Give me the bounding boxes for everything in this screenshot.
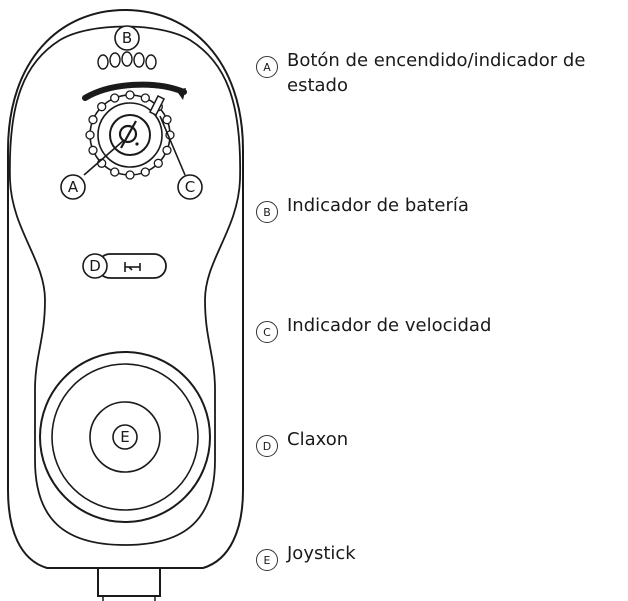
legend-letter: E [256, 549, 278, 571]
legend-item-e: E Joystick [256, 541, 607, 571]
knob-tooth [125, 170, 135, 180]
callout-b-label: B [122, 29, 132, 47]
knob-tooth [140, 167, 150, 177]
callout-d-label: D [89, 257, 101, 275]
callout-a: A [60, 140, 124, 200]
legend-text: Joystick [287, 543, 356, 564]
legend-text: Indicador de batería [287, 195, 469, 216]
cable-connector [97, 568, 161, 597]
battery-indicator [97, 51, 157, 70]
knob-tooth [162, 115, 172, 125]
joystick [39, 351, 211, 523]
knob-tooth [153, 158, 163, 168]
power-icon [120, 120, 137, 149]
callout-c: C [159, 115, 203, 200]
callout-a-label: A [68, 178, 79, 196]
power-button [109, 114, 151, 156]
knob-tooth [88, 115, 98, 125]
knob-tooth [140, 93, 150, 103]
knob-tooth [110, 167, 120, 177]
callout-b: B [114, 25, 140, 51]
legend-item-c: C Indicador de velocidad [256, 313, 607, 343]
speed-pointer [148, 94, 166, 117]
knob-tooth [162, 145, 172, 155]
callout-e-label: E [120, 428, 129, 446]
knob-tooth [97, 102, 107, 112]
horn-icon [124, 262, 141, 272]
controller-diagram: B A C D E [7, 8, 244, 601]
callout-c-label: C [185, 178, 195, 196]
horn-button [97, 253, 167, 279]
legend-letter: B [256, 201, 278, 223]
speed-arc [82, 81, 187, 101]
legend: A Botón de encendido/indicador de estado… [256, 0, 628, 601]
legend-item-a: A Botón de encendido/indicador de estado [256, 48, 607, 98]
callout-e: E [112, 424, 138, 450]
knob-tooth [125, 90, 135, 100]
legend-item-b: B Indicador de batería [256, 193, 607, 223]
knob-tooth [110, 93, 120, 103]
legend-letter: C [256, 321, 278, 343]
controller-body [7, 8, 244, 569]
legend-item-d: D Claxon [256, 427, 607, 457]
callout-d: D [82, 253, 108, 279]
legend-text: Botón de encendido/indicador de estado [287, 50, 586, 96]
legend-letter: A [256, 56, 278, 78]
legend-text: Indicador de velocidad [287, 315, 492, 336]
legend-letter: D [256, 435, 278, 457]
knob-tooth [85, 130, 95, 140]
legend-text: Claxon [287, 429, 349, 450]
inner-panel [8, 25, 242, 546]
knob-tooth [88, 145, 98, 155]
